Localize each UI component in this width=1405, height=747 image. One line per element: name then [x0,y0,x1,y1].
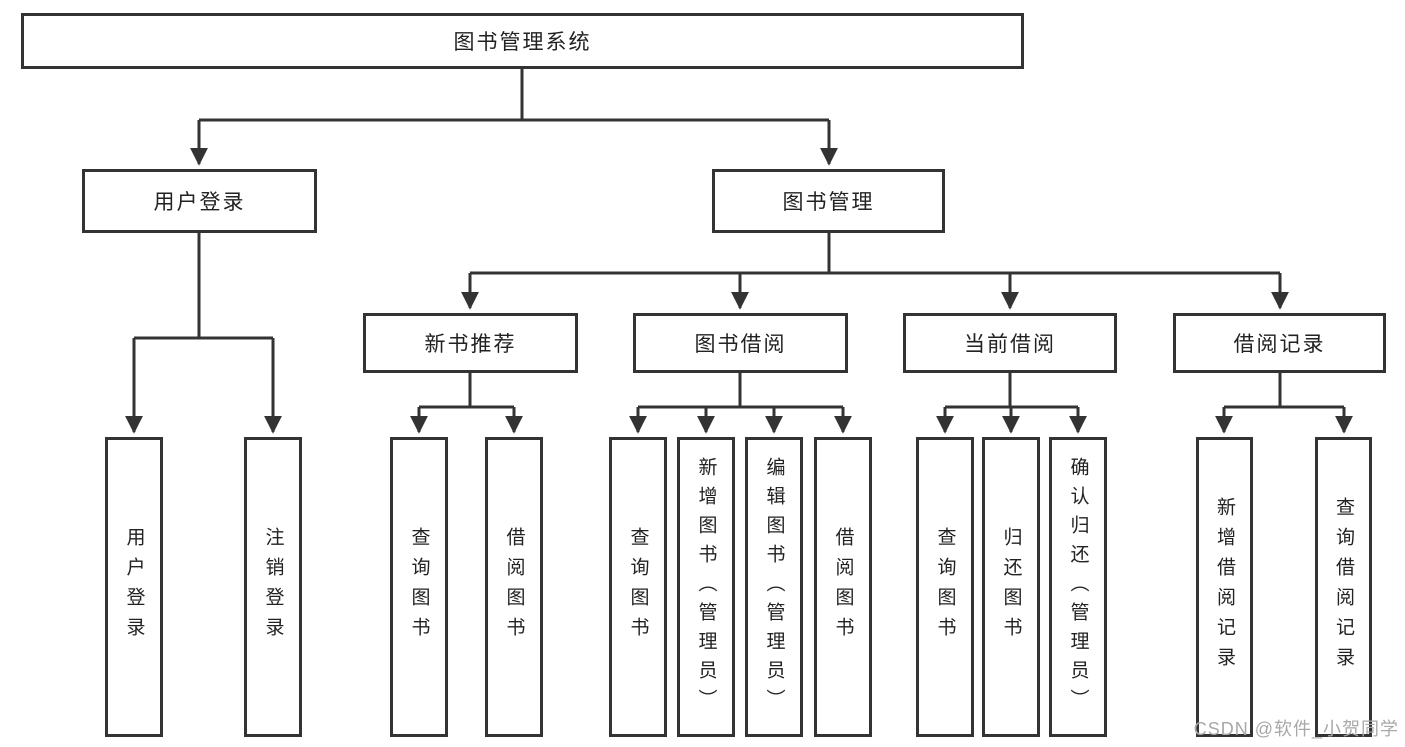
node-current-borrow: 当前借阅 [903,313,1117,373]
leaf-user-login: 用户登录 [105,437,163,737]
leaf-query-book-current: 查询图书 [916,437,974,737]
node-book-management: 图书管理 [712,169,945,233]
leaf-query-book-borrow: 查询图书 [609,437,667,737]
leaf-confirm-return-admin: 确认归还（管理员） [1049,437,1107,737]
leaf-return-book: 归还图书 [982,437,1040,737]
node-book-borrow: 图书借阅 [633,313,848,373]
leaf-edit-book-admin: 编辑图书（管理员） [745,437,803,737]
node-user-login: 用户登录 [82,169,317,233]
leaf-query-book-recommend: 查询图书 [390,437,448,737]
leaf-borrow-book: 借阅图书 [814,437,872,737]
node-borrow-record: 借阅记录 [1173,313,1386,373]
leaf-query-borrow-record: 查询借阅记录 [1315,437,1372,737]
csdn-watermark: CSDN @软件_小贺同学 [1193,719,1399,739]
node-new-book-recommend: 新书推荐 [363,313,578,373]
leaf-add-borrow-record: 新增借阅记录 [1196,437,1253,737]
leaf-borrow-book-recommend: 借阅图书 [485,437,543,737]
node-root-system: 图书管理系统 [21,13,1024,69]
leaf-logout: 注销登录 [244,437,302,737]
leaf-add-book-admin: 新增图书（管理员） [677,437,735,737]
